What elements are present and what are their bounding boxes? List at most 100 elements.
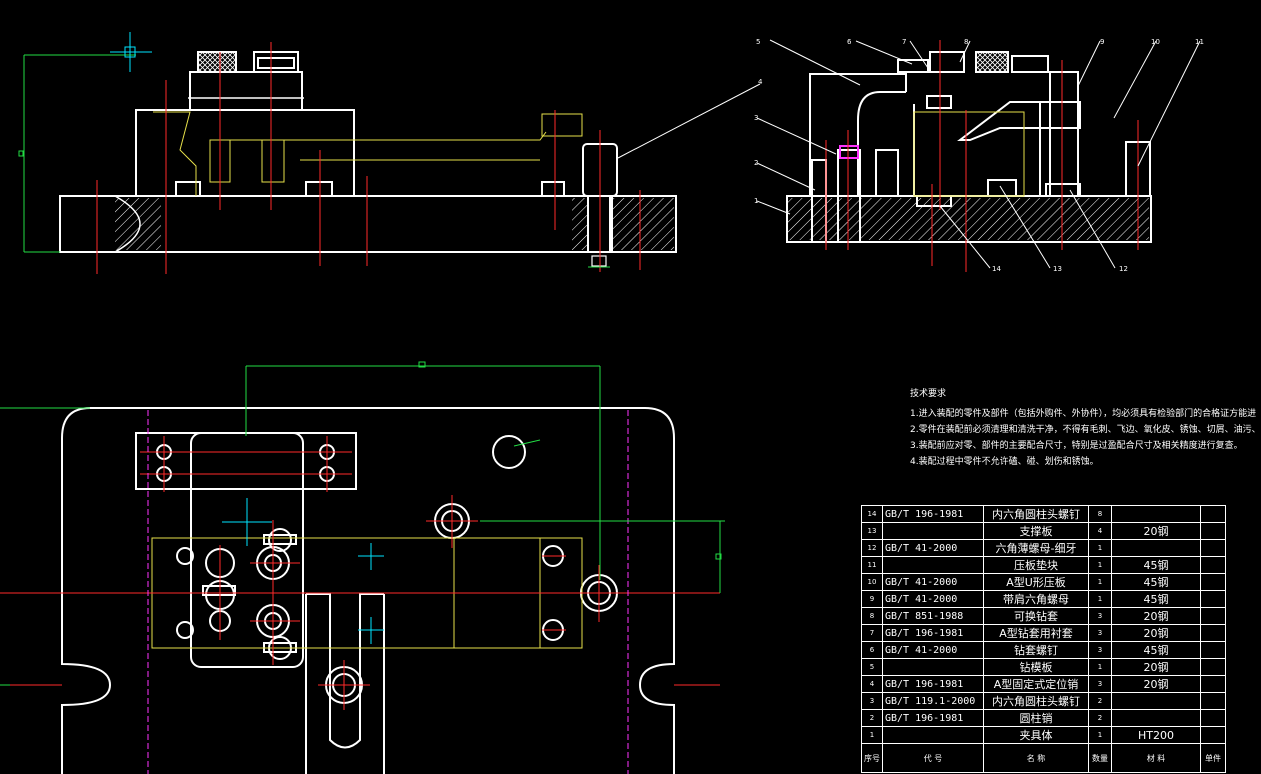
bom-cell-name: A型固定式定位销 [983, 675, 1089, 693]
bom-cell-note [1200, 726, 1226, 744]
bom-cell-no: 2 [861, 709, 883, 727]
bom-cell-note [1200, 624, 1226, 642]
svg-text:14: 14 [992, 265, 1001, 273]
bom-header-code: 代 号 [882, 743, 984, 773]
svg-text:4: 4 [758, 78, 763, 86]
bom-cell-qty: 1 [1088, 573, 1112, 591]
bom-cell-name: 压板垫块 [983, 556, 1089, 574]
bom-cell-code: GB/T 851-1988 [882, 607, 984, 625]
bom-cell-code: GB/T 196-1981 [882, 624, 984, 642]
svg-text:13: 13 [1053, 265, 1062, 273]
bom-cell-no: 11 [861, 556, 883, 574]
bom-cell-note [1200, 675, 1226, 693]
bom-cell-material: 45钢 [1111, 556, 1201, 574]
bom-cell-material [1111, 505, 1201, 523]
front-view-centerlines [96, 42, 641, 274]
bom-cell-material [1111, 692, 1201, 710]
plan-view-centerlines [0, 436, 720, 710]
bom-cell-qty: 3 [1088, 607, 1112, 625]
bom-cell-qty: 1 [1088, 539, 1112, 557]
section-view-leaders [617, 39, 1201, 269]
bom-cell-note [1200, 556, 1226, 574]
bom-cell-note [1200, 573, 1226, 591]
tech-requirement-item: 2.零件在装配前必须清理和清洗干净，不得有毛刺、飞边、氧化皮、锈蚀、切屑、油污、 [910, 425, 1261, 435]
bom-cell-code [882, 556, 984, 574]
bom-cell-material: 20钢 [1111, 624, 1201, 642]
bom-cell-code: GB/T 196-1981 [882, 505, 984, 523]
bom-cell-no: 14 [861, 505, 883, 523]
bom-cell-name: 六角薄螺母-细牙 [983, 539, 1089, 557]
bom-cell-no: 6 [861, 641, 883, 659]
svg-text:2: 2 [754, 159, 758, 167]
bom-header-name: 名 称 [983, 743, 1089, 773]
bom-cell-qty: 1 [1088, 658, 1112, 676]
bom-cell-code: GB/T 196-1981 [882, 675, 984, 693]
bom-cell-name: 夹具体 [983, 726, 1089, 744]
tech-requirements: 技术要求 1.进入装配的零件及部件（包括外购件、外协件），均必须具有检验部门的合… [910, 386, 1261, 470]
bom-cell-note [1200, 522, 1226, 540]
bom-cell-code [882, 726, 984, 744]
bom-cell-note [1200, 692, 1226, 710]
tech-requirement-item: 3.装配前应对零、部件的主要配合尺寸，特别是过盈配合尺寸及相关精度进行复查。 [910, 441, 1243, 451]
bom-cell-name: 圆柱销 [983, 709, 1089, 727]
bom-cell-note [1200, 607, 1226, 625]
bom-cell-material: 20钢 [1111, 522, 1201, 540]
bom-header-qty: 数量 [1088, 743, 1112, 773]
bom-cell-qty: 1 [1088, 556, 1112, 574]
front-view-hidden [153, 111, 583, 196]
bom-cell-material: 45钢 [1111, 641, 1201, 659]
bom-cell-no: 4 [861, 675, 883, 693]
bom-cell-note [1200, 505, 1226, 523]
bom-cell-name: A型U形压板 [983, 573, 1089, 591]
tech-requirement-item: 4.装配过程中零件不允许磕、碰、划伤和锈蚀。 [910, 457, 1099, 467]
bom-cell-material [1111, 539, 1201, 557]
bom-cell-note [1200, 641, 1226, 659]
svg-text:5: 5 [756, 38, 760, 46]
bom-cell-no: 10 [861, 573, 883, 591]
bom-cell-no: 7 [861, 624, 883, 642]
bom-cell-name: 钻套螺钉 [983, 641, 1089, 659]
bom-cell-qty: 8 [1088, 505, 1112, 523]
svg-text:8: 8 [964, 38, 968, 46]
svg-text:10: 10 [1151, 38, 1160, 46]
bom-cell-material: 45钢 [1111, 573, 1201, 591]
bom-cell-name: 支撑板 [983, 522, 1089, 540]
bom-cell-code: GB/T 196-1981 [882, 709, 984, 727]
bom-cell-code: GB/T 41-2000 [882, 641, 984, 659]
bom-cell-note [1200, 590, 1226, 608]
bom-cell-note [1200, 539, 1226, 557]
svg-text:3: 3 [754, 114, 758, 122]
bom-cell-material [1111, 709, 1201, 727]
bom-cell-code: GB/T 41-2000 [882, 573, 984, 591]
bom-cell-name: 可换钻套 [983, 607, 1089, 625]
bom-cell-no: 13 [861, 522, 883, 540]
bom-cell-code: GB/T 119.1-2000 [882, 692, 984, 710]
bom-cell-qty: 1 [1088, 590, 1112, 608]
front-view [59, 51, 677, 267]
bom-cell-name: 带肩六角螺母 [983, 590, 1089, 608]
svg-text:11: 11 [1195, 38, 1204, 46]
bom-cell-no: 8 [861, 607, 883, 625]
plan-view-dimensions [0, 361, 725, 686]
tech-requirements-title: 技术要求 [910, 389, 947, 399]
plan-view-magenta-lines [147, 410, 629, 774]
bom-cell-name: 内六角圆柱头螺钉 [983, 692, 1089, 710]
bom-header-material: 材 料 [1111, 743, 1201, 773]
section-view-centerlines [825, 40, 1139, 272]
bom-cell-qty: 4 [1088, 522, 1112, 540]
bom-cell-qty: 1 [1088, 726, 1112, 744]
bom-cell-code: GB/T 41-2000 [882, 590, 984, 608]
callout-numbers: 5 6 7 8 9 10 11 4 3 2 1 14 13 12 [754, 38, 1204, 273]
svg-text:7: 7 [902, 38, 906, 46]
